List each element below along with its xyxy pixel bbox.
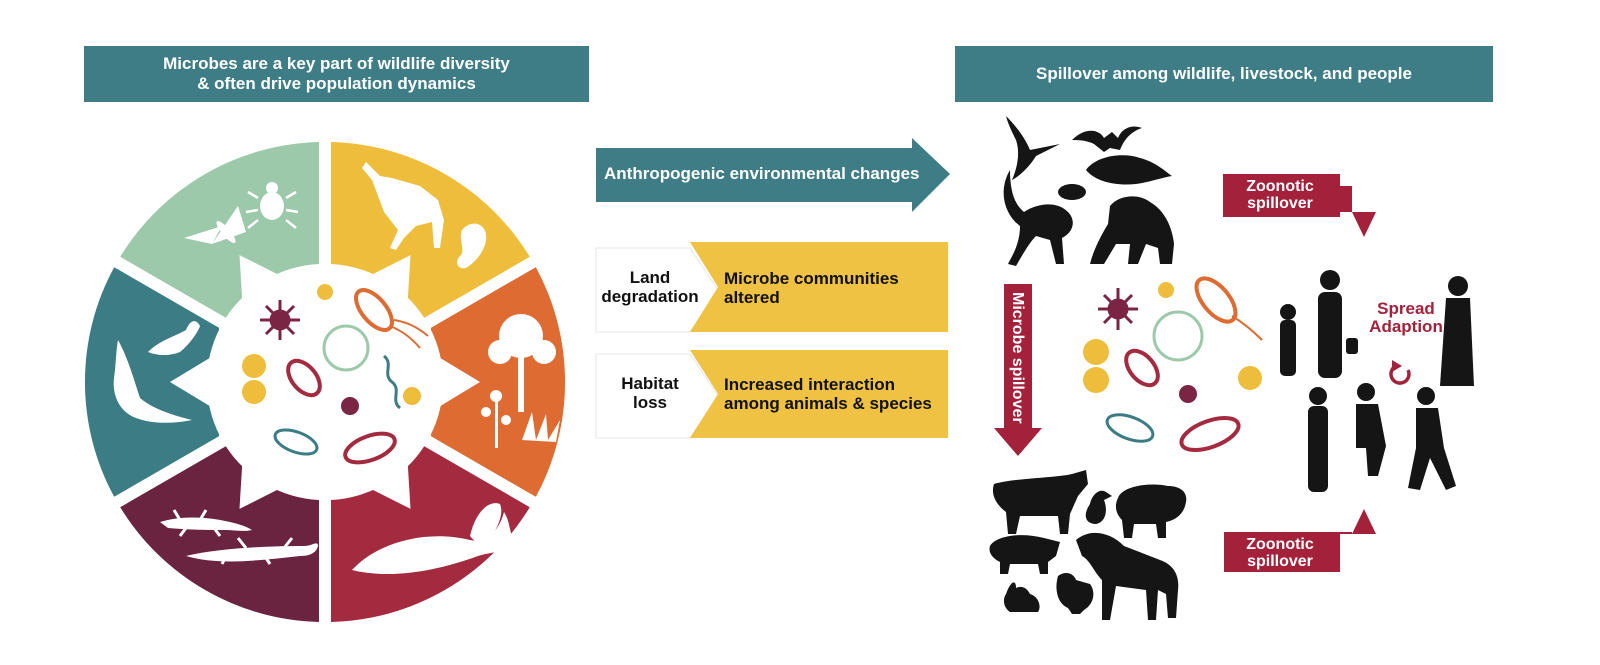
deer-icon (362, 162, 444, 250)
spread-adaption-label: Spread Adaption (1366, 300, 1446, 336)
zoonotic-top-arrow (1223, 174, 1376, 237)
diplococcus-icon (1083, 339, 1109, 393)
bacterium-icon (1179, 416, 1241, 452)
row1-cause: Land degradation (600, 268, 700, 306)
flying-bird-icon (148, 321, 200, 355)
left-banner-line1: Microbes are a key part of wildlife dive… (163, 54, 510, 73)
pig-icon (989, 535, 1060, 574)
cell-icon (1152, 310, 1204, 362)
row2-cause: Habitat loss (600, 374, 700, 412)
monkey-icon (1003, 170, 1073, 266)
row1-effect: Microbe communities altered (724, 269, 899, 307)
row2-effect: Increased interaction among animals & sp… (724, 375, 932, 413)
row1-effect-arrow (690, 242, 948, 332)
cell-icon (322, 324, 370, 372)
virus-icon (1179, 385, 1197, 403)
flower-icon (481, 390, 511, 448)
zoonotic-bottom-label: Zoonotic spillover (1228, 536, 1332, 570)
row2-effect-line1: Increased interaction (724, 375, 896, 394)
cycle-arrowhead (1392, 360, 1402, 372)
zoonotic-top-line2: spillover (1247, 195, 1313, 212)
bacterium-icon (1124, 348, 1160, 388)
gecko-icon (160, 509, 252, 537)
whale-icon (352, 512, 520, 575)
bacterium-icon (273, 428, 319, 456)
seal-icon (470, 503, 502, 546)
zoonotic-top-label: Zoonotic spillover (1228, 178, 1332, 212)
virus-icon (403, 387, 421, 405)
bacterium-icon (354, 288, 429, 349)
spread-line: Spread (1377, 299, 1435, 318)
bag-icon (1346, 338, 1358, 354)
cow-icon (992, 470, 1088, 534)
duck-icon (1085, 490, 1112, 524)
bat-icon (1072, 126, 1142, 152)
bacterium-icon (1194, 276, 1263, 341)
weasel-icon (457, 223, 487, 269)
row1-effect-line1: Microbe communities (724, 269, 899, 288)
zoonotic-bottom-line1: Zoonotic (1246, 536, 1314, 553)
people-group (1280, 270, 1474, 492)
platypus-icon (1086, 155, 1172, 185)
anthropogenic-label: Anthropogenic environmental changes (604, 164, 920, 183)
standing-bird-icon (113, 340, 192, 423)
virus-icon (317, 284, 333, 300)
row1-cause-line1: Land (629, 268, 671, 287)
zoonotic-bottom-line2: spillover (1247, 553, 1313, 570)
chicken-icon (1056, 573, 1094, 614)
beetle-icon (245, 182, 299, 229)
wheel-segment-reptiles (84, 267, 220, 497)
row2-effect-arrow (690, 350, 948, 438)
microbe-spillover-label: Microbe spillover (1009, 292, 1026, 424)
left-banner: Microbes are a key part of wildlife dive… (84, 46, 589, 102)
bacterium-icon (343, 431, 397, 465)
sheep-icon (1115, 484, 1187, 538)
lizard-icon (186, 537, 318, 565)
grass-icon (522, 412, 560, 442)
diplococcus-icon (242, 354, 266, 404)
bacterium-icon (1105, 413, 1155, 443)
heron-icon (1006, 116, 1060, 180)
mouse-icon (1058, 184, 1086, 200)
horse-icon (1076, 532, 1179, 620)
bacterium-icon (286, 358, 322, 398)
adaption-line: Adaption (1369, 317, 1443, 336)
person-icon (1318, 270, 1342, 378)
person-icon (1408, 387, 1456, 490)
virus-icon (260, 300, 300, 340)
rabbit-icon (1003, 582, 1040, 612)
person-icon (1280, 304, 1296, 376)
row2-cause-line2: loss (632, 393, 668, 412)
livestock-group (989, 470, 1187, 620)
zoonotic-top-line1: Zoonotic (1246, 178, 1314, 195)
virus-icon (341, 397, 359, 415)
row1-effect-line2: altered (724, 288, 780, 307)
tree-icon (488, 314, 556, 412)
spiral-icon (382, 354, 402, 410)
anthropogenic-arrow (596, 138, 950, 212)
right-banner-text: Spillover among wildlife, livestock, and… (1036, 64, 1412, 83)
row2-cause-line1: Habitat (621, 374, 679, 393)
virus-icon (1238, 366, 1262, 390)
moth-icon (184, 206, 246, 244)
microbe-spillover-arrow (994, 284, 1042, 456)
person-icon (1308, 387, 1328, 492)
row1-cause-line2: degradation (601, 287, 699, 306)
chimpanzee-icon (1090, 196, 1174, 264)
virus-icon (1158, 282, 1174, 298)
left-banner-line2: & often drive population dynamics (197, 74, 476, 93)
virus-icon (1098, 288, 1138, 330)
person-icon (1356, 383, 1386, 476)
wildlife-group (1003, 116, 1174, 266)
microbes-wheel (242, 284, 429, 465)
person-icon (1440, 276, 1474, 386)
microbes-cluster (1083, 276, 1263, 452)
right-banner: Spillover among wildlife, livestock, and… (955, 46, 1493, 102)
row2-effect-line2: among animals & species (724, 394, 932, 413)
zoonotic-bottom-arrow (1224, 509, 1376, 572)
